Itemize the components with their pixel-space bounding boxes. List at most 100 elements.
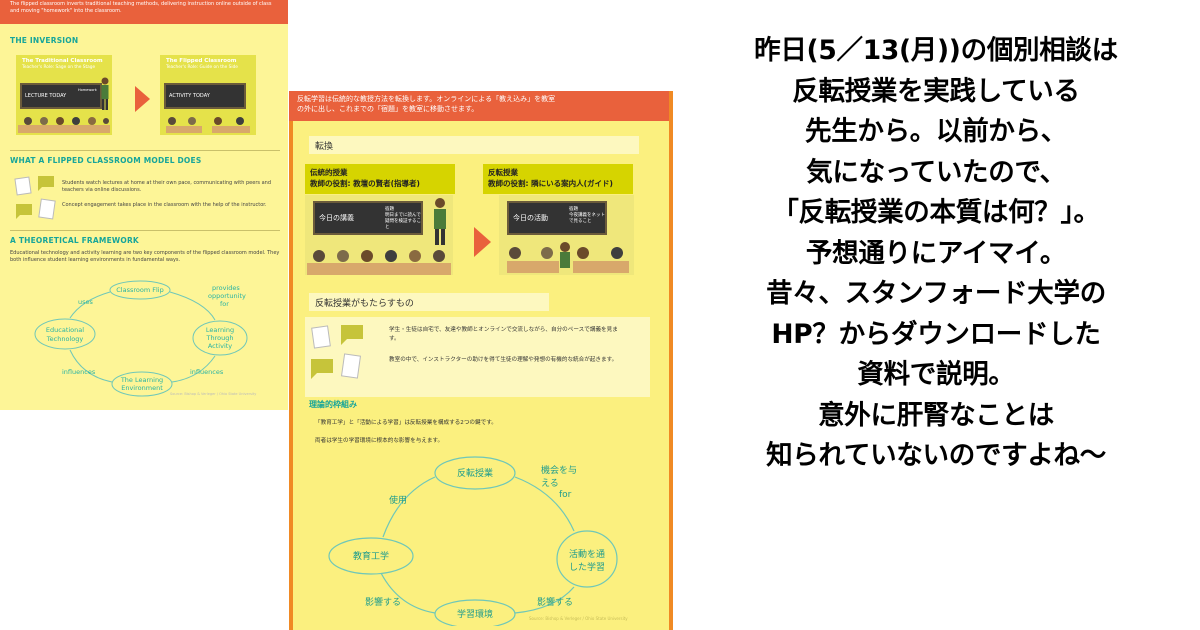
english-inversion-heading: THE INVERSION [10,36,79,45]
traditional-role-text: 教師の役割: 教壇の賢者(指導者) [310,179,420,188]
group-work-illustration [166,117,250,133]
jp-cycle-flip: 反転授業 [457,467,493,479]
jp-cycle-provides-2: える [541,478,559,489]
commentary-text-block: 昨日(5／13(月))の個別相談は 反転授業を実践している 先生から。以前から、… [676,31,1196,477]
section-divider [10,150,280,151]
jp-board-left-note-text: 明日までに読んで疑問を検証すること [385,213,421,230]
jp-flipped-scene: 今日の活動 宿題 今夜講義をネットで見ること [499,195,634,275]
japanese-model-heading: 反転授業がもたらすもの [309,293,549,311]
en-cycle-for: for [220,300,229,308]
english-infographic: The flipped classroom inverts traditiona… [0,0,288,410]
commentary-line: 予想通りにアイマイ。 [805,237,1067,269]
teacher-figure-icon [434,198,446,245]
jp-board-right-note-title: 宿題 [569,207,578,212]
english-bullet-1: Students watch lectures at home at their… [62,180,271,193]
jp-traditional-blackboard: 今日の講義 宿題 明日までに読んで疑問を検証すること [313,201,423,235]
en-cycle-influences-right: influences [190,368,224,376]
jp-cycle-env: 学習環境 [457,608,493,620]
jp-cycle-active-2: した学習 [569,561,605,573]
en-cycle-env-2: Environment [121,384,163,392]
notes-and-chat-icon [311,325,363,379]
jp-board-left-note: 宿題 明日までに読んで疑問を検証すること [385,207,423,231]
japanese-framework-text-1: 「教育工学」と「活動による学習」は反転授業を構成する2つの鍵です。 [315,420,497,426]
en-cycle-provides: provides [212,284,240,292]
jp-cycle-influences-left: 影響する [365,596,401,608]
traditional-blackboard: LECTURE TODAY Homework [20,83,102,109]
jp-board-left-note-title: 宿題 [385,207,394,212]
en-cycle-learning-2: Through [206,334,234,342]
english-framework-heading: A THEORETICAL FRAMEWORK [10,236,139,245]
jp-inversion-arrow-icon [474,227,491,257]
en-cycle-flip: Classroom Flip [116,286,163,294]
en-cycle-edtech-1: Educational [46,326,84,334]
jp-cycle-active-1: 活動を通 [569,548,605,560]
jp-cycle-influences-right: 影響する [537,596,573,608]
flipped-blackboard: ACTIVITY TODAY [164,83,246,109]
commentary-line: 意外に肝腎なことは [818,399,1054,431]
english-source-note: Source: Bishop & Verleger / Ohio State U… [170,392,257,396]
japanese-source-note: Source: Bishop & Verleger / Ohio State U… [529,616,628,621]
jp-cycle-edtech: 教育工学 [353,550,389,562]
japanese-framework-heading: 理論的枠組み [309,400,357,409]
japanese-framework-text-2: 両者は学生の学習環境に根本的な影響を与えます。 [315,438,444,444]
teacher-figure-icon [101,77,109,110]
en-cycle-edtech-2: Technology [46,335,84,343]
en-cycle-uses: uses [78,298,94,306]
commentary-line: 反転授業を実践している [792,75,1080,107]
jp-cycle-provides-1: 機会を与 [541,464,577,476]
en-cycle-learning-3: Activity [208,342,232,350]
traditional-classroom-scene: The Traditional Classroom Teacher's Role… [16,55,112,135]
commentary-line: HP？からダウンロードした [771,318,1101,350]
commentary-line: 知られていないのですよね〜 [766,440,1106,471]
en-cycle-env-1: The Learning [120,376,163,384]
en-cycle-influences-left: influences [62,368,96,376]
commentary-line: 気になっていたので、 [806,156,1066,188]
flipped-role-label: 反転授業 教師の役割: 隣にいる案内人(ガイド) [483,164,633,194]
group-work-illustration [507,242,629,273]
section-divider [10,230,280,231]
jp-board-right-text: 今日の活動 [513,214,548,222]
flipped-classroom-scene: The Flipped Classroom Teacher's Role: Gu… [160,55,256,135]
jp-board-right-note-text: 今夜講義をネットで見ること [569,213,605,224]
traditional-board-text: LECTURE TODAY [25,93,67,99]
japanese-bullet-1: 学生・生徒は自宅で、友達や教師とオンラインで交流しながら、自分のペースで講義を見… [389,327,618,342]
flipped-board-text: ACTIVITY TODAY [169,93,210,99]
english-bullet-2: Concept engagement takes place in the cl… [62,202,267,208]
flipped-classroom-role: Teacher's Role: Guide on the Side [166,65,238,70]
japanese-bullet-2: 教室の中で、インストラクターの助けを得て生徒の理解や発想の有機的な統合が起きます… [389,357,618,363]
commentary-line: 資料で説明。 [857,359,1015,390]
jp-traditional-scene: 今日の講義 宿題 明日までに読んで疑問を検証すること [305,195,453,275]
commentary-line: 「反転授業の本質は何？」。 [772,197,1100,228]
flipped-label: 反転授業 [488,168,518,177]
traditional-classroom-title: The Traditional Classroom [22,58,103,64]
jp-cycle-uses: 使用 [389,494,407,506]
jp-flipped-blackboard: 今日の活動 宿題 今夜講義をネットで見ること [507,201,607,235]
traditional-role-label: 伝統的授業 教師の役割: 教壇の賢者(指導者) [305,164,455,194]
japanese-infographic: 反転学習は伝統的な教授方法を転換します。オンラインによる「教え込み」を教室 の外… [289,91,673,630]
en-cycle-learning-1: Learning [206,326,234,334]
en-cycle-opportunity: opportunity [208,292,246,300]
japanese-inversion-heading: 転換 [309,136,639,154]
commentary-line: 昨日(5／13(月))の個別相談は [754,35,1118,66]
traditional-board-note: Homework [78,88,97,92]
english-framework-text: Educational technology and activity lear… [10,250,280,263]
commentary-line: 昔々、スタンフォード大学の [766,278,1106,309]
notes-and-chat-icon [14,176,56,220]
jp-board-right-note: 宿題 今夜講義をネットで見ること [569,207,607,225]
jp-board-left-text: 今日の講義 [319,214,354,222]
traditional-classroom-role: Teacher's Role: Sage on the Stage [22,65,96,70]
flipped-classroom-title: The Flipped Classroom [166,58,237,64]
english-model-heading: WHAT A FLIPPED CLASSROOM MODEL DOES [10,156,202,165]
students-illustration [18,117,110,133]
english-intro-banner: The flipped classroom inverts traditiona… [0,0,288,24]
commentary-line: 先生から。以前から、 [805,116,1067,147]
flipped-role-text: 教師の役割: 隣にいる案内人(ガイド) [488,179,613,188]
japanese-intro-banner: 反転学習は伝統的な教授方法を転換します。オンラインによる「教え込み」を教室 の外… [289,91,673,121]
inversion-arrow-icon [135,86,150,112]
traditional-label: 伝統的授業 [310,168,348,177]
japanese-intro-line-1: 反転学習は伝統的な教授方法を転換します。オンラインによる「教え込み」を教室 [297,95,556,103]
jp-cycle-for: for [559,490,572,500]
english-framework-cycle-diagram: Classroom Flip provides opportunity for … [34,280,248,397]
japanese-framework-cycle-diagram: 反転授業 機会を与 える for 使用 教育工学 活動を通 した学習 影響する … [328,456,618,626]
